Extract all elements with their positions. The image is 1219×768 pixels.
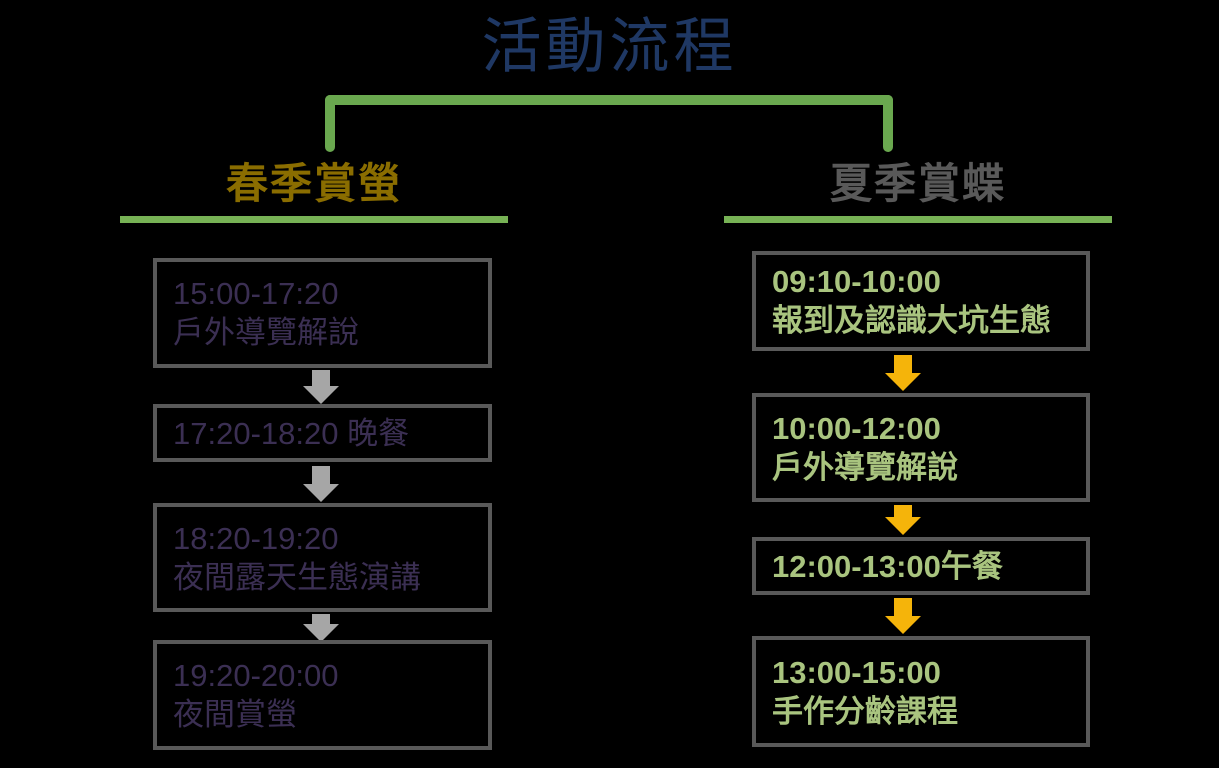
arrow-down-icon [885, 505, 921, 535]
step-box[interactable]: 12:00-13:00午餐 [752, 537, 1090, 595]
step-time: 19:20-20:00 [173, 658, 339, 693]
arrow-down-icon [885, 598, 921, 634]
column-rule-spring [120, 216, 508, 223]
arrow-down-icon [885, 355, 921, 391]
step-activity: 夜間露天生態演講 [173, 559, 421, 595]
step-time: 09:10-10:00 [772, 264, 941, 299]
step-time: 10:00-12:00 [772, 410, 941, 446]
bracket-right-leg [883, 95, 893, 152]
page-title: 活動流程 [481, 13, 738, 80]
arrow-down-icon [303, 370, 339, 404]
step-time: 18:20-19:20 [173, 520, 339, 556]
step-activity: 戶外導覽解說 [173, 315, 359, 350]
bracket-left-leg [325, 95, 335, 152]
step-activity: 戶外導覽解說 [772, 449, 958, 485]
arrow-down-icon [303, 466, 339, 502]
step-time: 15:00-17:20 [173, 276, 339, 311]
step-box[interactable]: 10:00-12:00 戶外導覽解說 [752, 393, 1090, 502]
arrow-down-icon [303, 614, 339, 642]
column-heading-spring: 春季賞螢 [225, 160, 402, 207]
step-box[interactable]: 09:10-10:00 報到及認識大坑生態 [752, 251, 1090, 351]
step-box[interactable]: 18:20-19:20 夜間露天生態演講 [153, 503, 492, 612]
step-time: 13:00-15:00 [772, 654, 941, 690]
step-time: 12:00-13:00午餐 [772, 548, 1003, 584]
step-box[interactable]: 15:00-17:20 戶外導覽解說 [153, 258, 492, 368]
step-activity: 手作分齡課程 [772, 693, 958, 729]
step-activity: 報到及認識大坑生態 [772, 303, 1051, 338]
step-time: 17:20-18:20 晚餐 [173, 415, 410, 451]
step-activity: 夜間賞螢 [173, 697, 297, 732]
column-rule-summer [724, 216, 1112, 223]
bracket-horizontal-bar [325, 95, 893, 105]
step-box[interactable]: 13:00-15:00 手作分齡課程 [752, 636, 1090, 747]
step-box[interactable]: 19:20-20:00 夜間賞螢 [153, 640, 492, 750]
column-heading-summer: 夏季賞蝶 [829, 160, 1006, 207]
step-box[interactable]: 17:20-18:20 晚餐 [153, 404, 492, 462]
